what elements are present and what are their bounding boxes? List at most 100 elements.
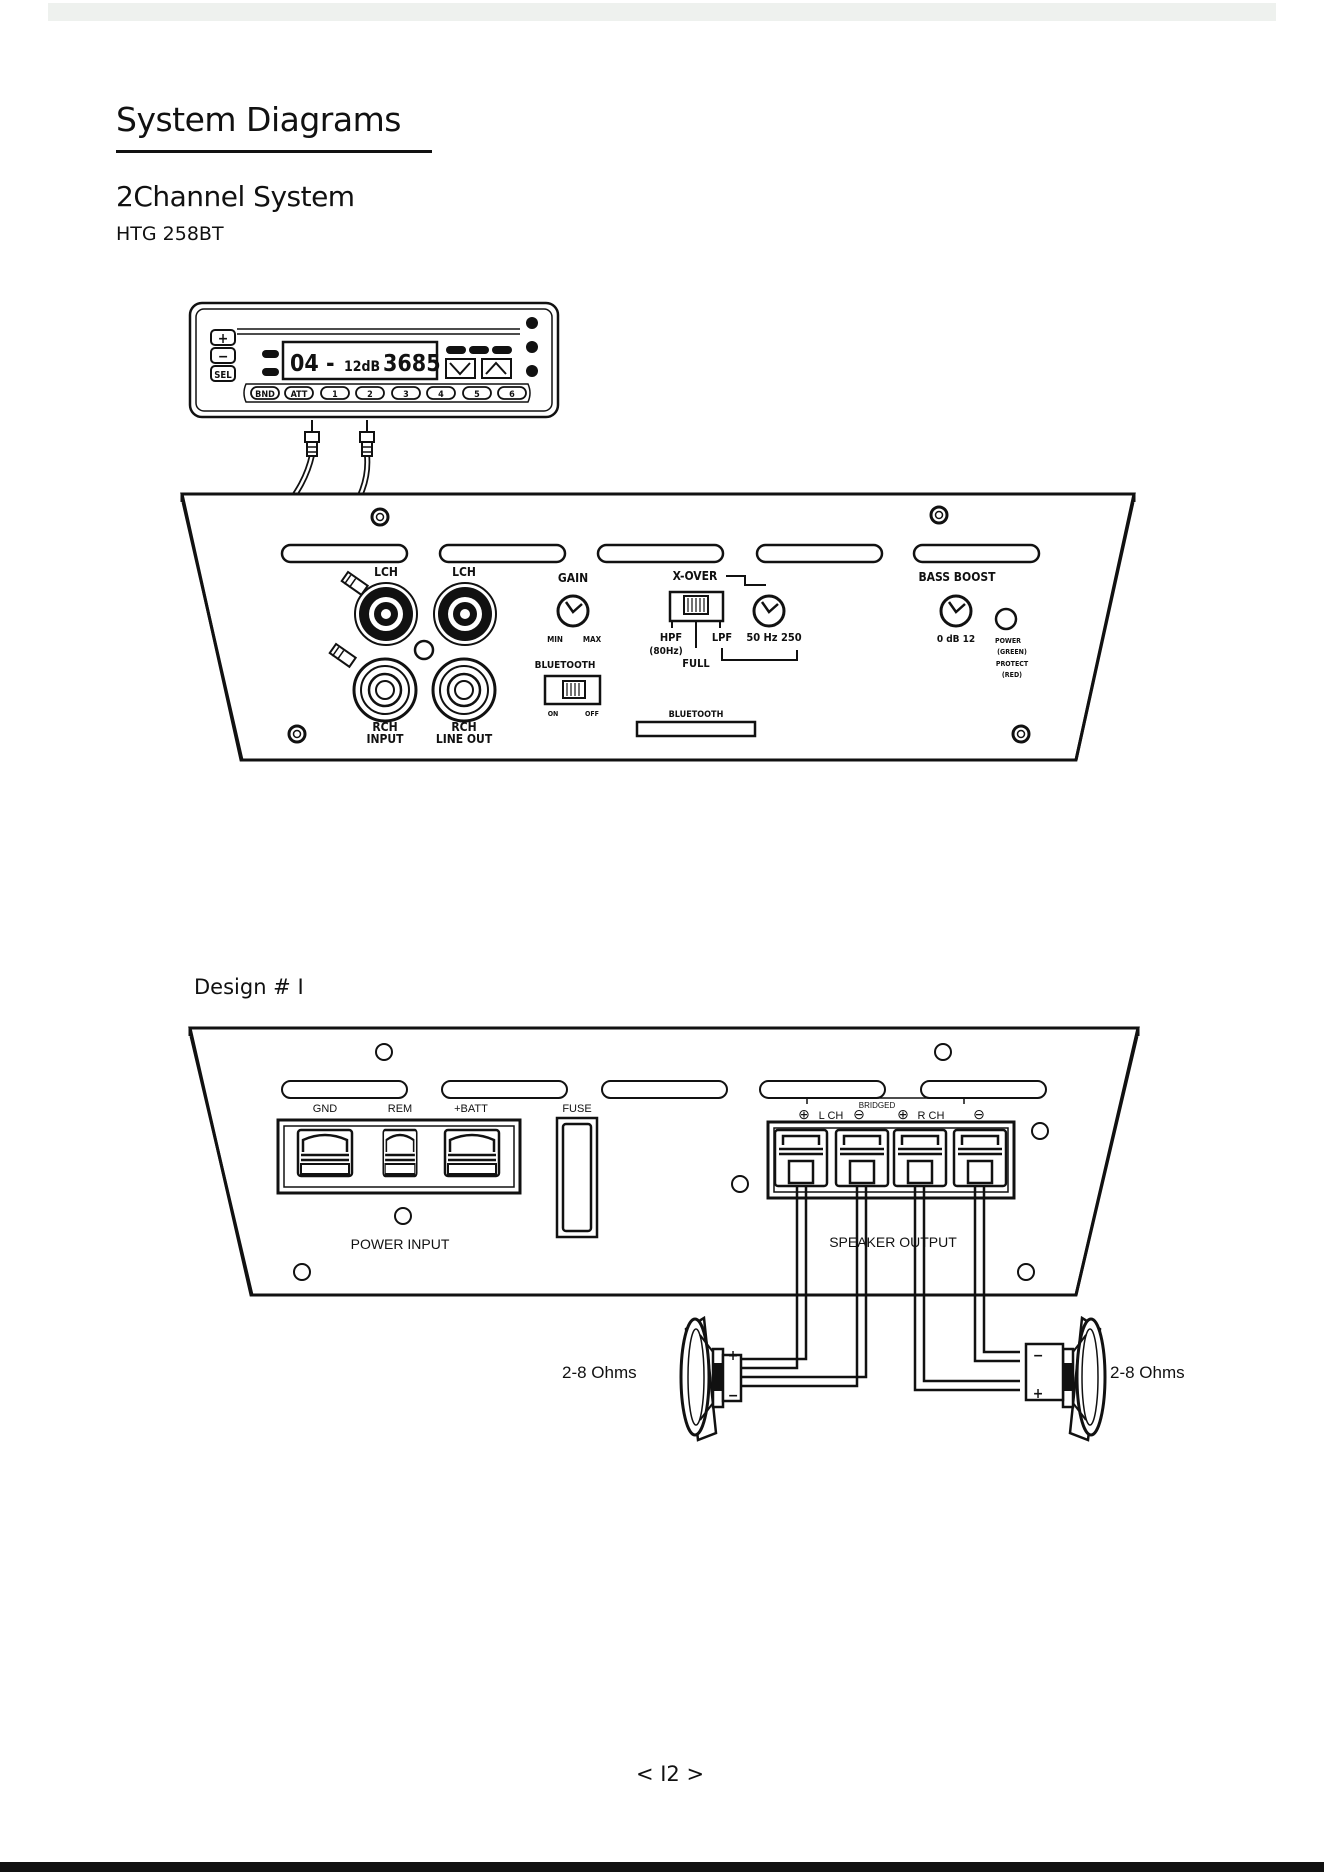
rch-input-label-2: INPUT <box>366 732 404 746</box>
full-label: FULL <box>682 657 710 670</box>
switch-on-label: ON <box>548 710 559 718</box>
rch-line-out-label-2: LINE OUT <box>436 732 493 746</box>
chevron-down-icon[interactable] <box>445 358 476 379</box>
bluetooth-antenna-label: BLUETOOTH <box>669 710 724 720</box>
gain-label: GAIN <box>558 571 588 585</box>
preset-button-label: BND <box>255 390 275 400</box>
gain-min-label: MIN <box>547 635 563 644</box>
speaker-output-label: SPEAKER OUTPUT <box>829 1234 957 1250</box>
plus-button[interactable]: + <box>210 329 236 347</box>
gain-max-label: MAX <box>583 635 602 644</box>
speaker-wires <box>741 1185 1020 1392</box>
preset-button[interactable]: 2 <box>355 386 385 400</box>
lch-plus-icon: ⊕ <box>798 1106 810 1122</box>
svg-text:SEL: SEL <box>214 370 232 381</box>
rem-label: REM <box>388 1103 412 1115</box>
preset-button-label: 5 <box>474 390 480 400</box>
gnd-terminal[interactable] <box>296 1128 354 1178</box>
led-label-protect: PROTECT <box>996 660 1029 668</box>
bluetooth-antenna-slot <box>635 720 757 738</box>
top-band <box>48 3 1276 21</box>
preset-button-label: 4 <box>438 390 444 400</box>
xover-frequency-knob-icon[interactable] <box>752 594 786 628</box>
left-speaker-icon: + − <box>679 1315 743 1442</box>
right-speaker-icon: − + <box>1024 1315 1107 1442</box>
rch-minus-terminal[interactable] <box>952 1128 1008 1188</box>
lpf-label: LPF <box>712 631 732 644</box>
rem-terminal[interactable] <box>382 1128 418 1178</box>
lch-output-label: L CH <box>819 1110 844 1122</box>
page-title: System Diagrams <box>116 100 401 139</box>
preset-button[interactable]: 6 <box>497 386 527 400</box>
head-unit-knob-icon <box>526 365 538 377</box>
lch-minus-terminal[interactable] <box>834 1128 890 1188</box>
bluetooth-switch-label: BLUETOOTH <box>535 660 596 671</box>
rch-plus-terminal[interactable] <box>892 1128 948 1188</box>
preset-button-label: 2 <box>367 390 373 400</box>
hpf-frequency-label: (80Hz) <box>649 646 683 657</box>
lch-plus-terminal[interactable] <box>773 1128 829 1188</box>
power-input-label: POWER INPUT <box>351 1236 450 1252</box>
switch-off-label: OFF <box>585 710 599 718</box>
rca-plug-right <box>359 420 375 457</box>
xover-mode-switch[interactable] <box>668 590 725 623</box>
left-speaker-impedance: 2-8 Ohms <box>562 1363 637 1382</box>
hpf-label: HPF <box>660 631 682 644</box>
chevron-up-icon[interactable] <box>481 358 512 379</box>
rch-input-jack[interactable] <box>352 657 418 723</box>
rch-output-label: R CH <box>918 1110 945 1122</box>
led-label-power: POWER <box>995 637 1021 645</box>
preset-button[interactable]: 1 <box>320 386 350 400</box>
preset-button-label: 1 <box>332 390 338 400</box>
led-label-green: (GREEN) <box>997 648 1027 656</box>
fuse-label: FUSE <box>562 1103 591 1115</box>
xover-frequency-range: 50 Hz 250 <box>746 631 801 644</box>
head-unit-knob-icon <box>526 341 538 353</box>
xover-label: X-OVER <box>673 569 718 583</box>
amplifier-power-panel: GND REM +BATT POWER INPUT FUSE BRIDGED ⊕… <box>188 1026 1140 1297</box>
preset-button-label: ATT <box>291 390 308 400</box>
preset-button-label: 6 <box>509 390 515 400</box>
bluetooth-toggle-switch[interactable] <box>543 674 602 706</box>
lch-line-out-label: LCH <box>452 565 476 579</box>
left-speaker-minus-label: − <box>728 1388 739 1404</box>
preset-button-label: 3 <box>403 390 409 400</box>
title-underline <box>116 150 432 153</box>
minus-button[interactable]: − <box>210 347 236 365</box>
preset-button[interactable]: 4 <box>426 386 456 400</box>
page-number: < I2 > <box>635 1762 705 1786</box>
preset-button[interactable]: 3 <box>391 386 421 400</box>
preset-button[interactable]: 5 <box>462 386 492 400</box>
bridged-label: BRIDGED <box>859 1101 896 1110</box>
batt-terminal[interactable] <box>443 1128 501 1178</box>
bass-boost-range: 0 dB 12 <box>937 634 975 645</box>
rca-plug-left <box>304 420 320 457</box>
system-subtitle: 2Channel System <box>116 180 355 213</box>
led-label-red: (RED) <box>1002 671 1022 679</box>
preset-button[interactable]: BND <box>250 386 280 400</box>
lch-input-label: LCH <box>374 565 398 579</box>
preset-button[interactable]: ATT <box>284 386 314 400</box>
head-unit-knob-icon <box>526 317 538 329</box>
rch-minus-icon: ⊖ <box>973 1106 985 1122</box>
display-track: 04 - <box>290 351 335 377</box>
right-speaker-impedance: 2-8 Ohms <box>1110 1363 1185 1382</box>
lch-minus-icon: ⊖ <box>853 1106 865 1122</box>
right-speaker-minus-label: − <box>1033 1348 1044 1364</box>
head-unit-display <box>281 340 439 381</box>
gain-knob-icon[interactable] <box>556 594 590 628</box>
fuse-holder[interactable] <box>555 1116 599 1239</box>
design-label: Design # I <box>194 975 304 999</box>
bass-boost-knob-icon[interactable] <box>939 594 973 628</box>
rch-plus-icon: ⊕ <box>897 1106 909 1122</box>
display-level: 12dB <box>344 359 380 375</box>
rch-input-label-1: RCH <box>372 720 397 734</box>
svg-text:−: − <box>218 349 229 365</box>
sel-button[interactable]: SEL <box>210 365 236 382</box>
svg-text:+: + <box>218 331 229 347</box>
right-speaker-plus-label: + <box>1033 1386 1044 1402</box>
rch-line-out-jack[interactable] <box>431 657 497 723</box>
lch-line-out-jack[interactable] <box>433 582 497 646</box>
